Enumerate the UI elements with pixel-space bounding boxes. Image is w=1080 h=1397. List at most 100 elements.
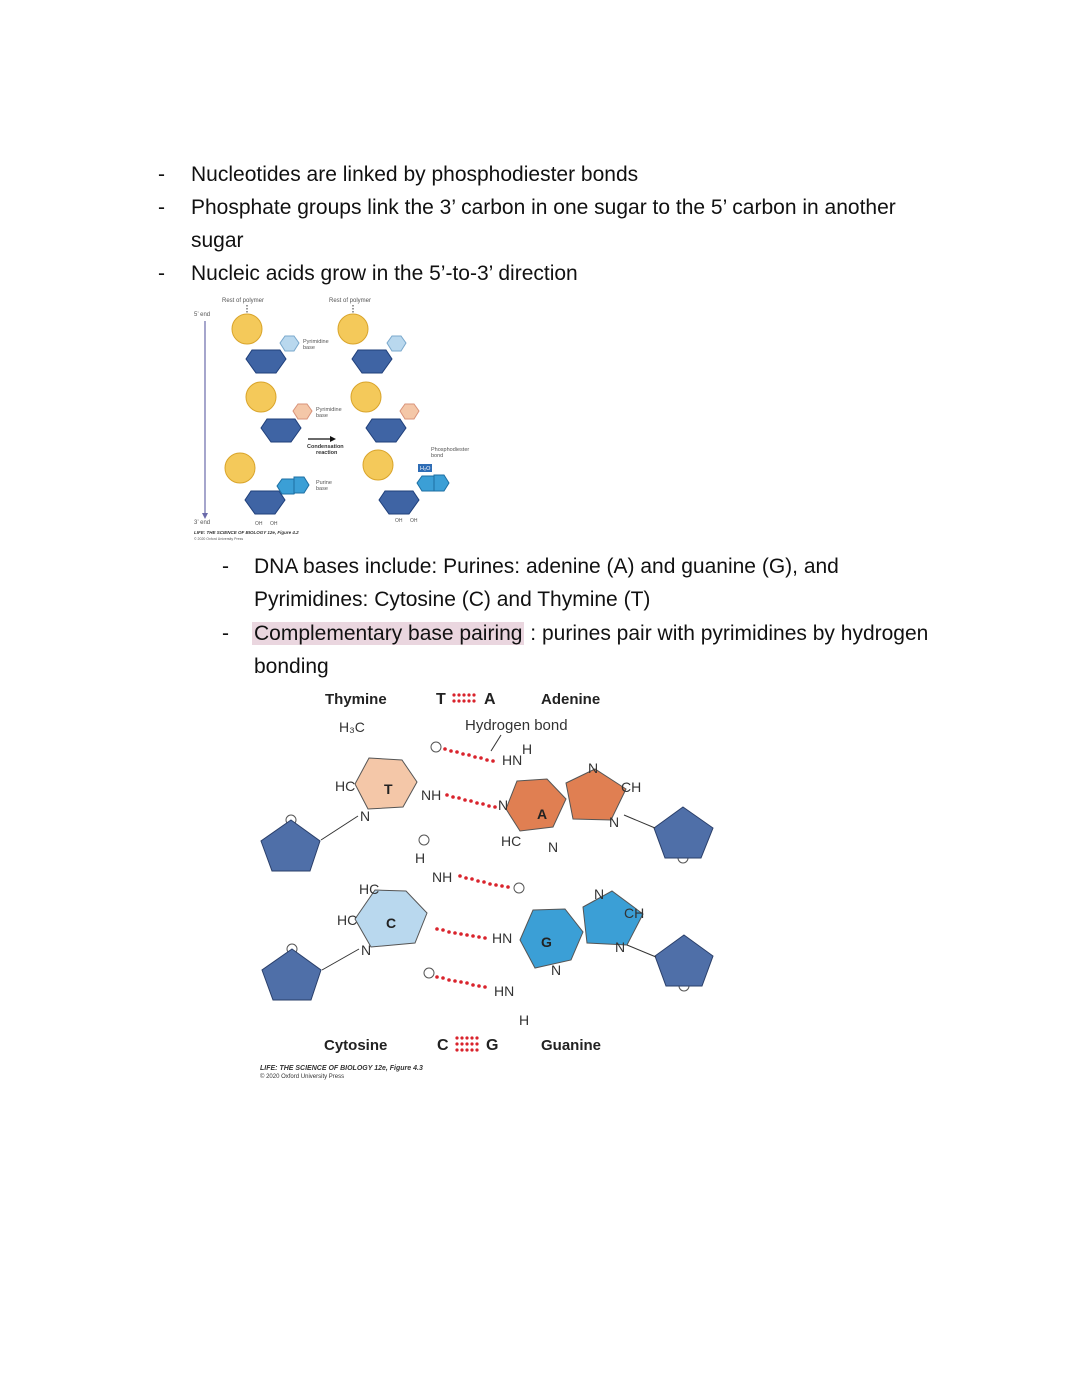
reaction-label: reaction: [316, 450, 338, 456]
oh-label: OH: [270, 521, 278, 527]
base-label: base: [316, 486, 328, 492]
sugar-pentagon: [654, 934, 714, 987]
bullet-dash: -: [158, 163, 165, 186]
base-pairing-rest: : purines pair with pyrimidines by hydro…: [524, 622, 929, 645]
sugar-ring: [378, 490, 420, 515]
figure1-copyright: © 2020 Oxford University Press: [194, 537, 243, 541]
sugar-pentagon: [653, 806, 714, 859]
figure1-caption: LIFE: THE SCIENCE OF BIOLOGY 12e, Figure…: [194, 530, 299, 535]
svg-text:NH: NH: [421, 787, 441, 803]
bullet-base-pairing: Complementary base pairing : purines pai…: [252, 617, 928, 650]
water-badge: [418, 464, 432, 472]
oh-label: OH: [410, 518, 418, 524]
bullet-dash: -: [222, 555, 229, 578]
svg-text:N: N: [615, 939, 625, 955]
cytosine-label: Cytosine: [324, 1037, 387, 1054]
guanine-ring: [519, 908, 584, 969]
highlight-term: Complementary base pairing: [252, 622, 525, 645]
svg-text:NH: NH: [432, 869, 452, 885]
guanine-label: Guanine: [541, 1037, 601, 1054]
svg-text:N: N: [594, 886, 604, 902]
pyrimidine-label: Pyrimidine: [316, 407, 342, 413]
bullet-dna-bases-cont: Pyrimidines: Cytosine (C) and Thymine (T…: [254, 588, 651, 611]
svg-text:N: N: [361, 942, 371, 958]
cytosine-ring: [354, 889, 428, 948]
svg-text:N: N: [551, 962, 561, 978]
adenine-ring: [505, 778, 567, 832]
sugar-ring: [260, 418, 302, 443]
figure2-caption: LIFE: THE SCIENCE OF BIOLOGY 12e, Figure…: [260, 1065, 423, 1072]
svg-text:H: H: [522, 741, 532, 757]
phosphate-group: [350, 381, 382, 413]
sugar-pentagon: [260, 819, 321, 872]
bullet-dna-bases: DNA bases include: Purines: adenine (A) …: [254, 555, 839, 578]
phosphodiester-label: Phosphodiester: [431, 447, 469, 453]
sugar-ring: [245, 349, 287, 374]
sugar-ring: [351, 349, 393, 374]
direction-arrowhead: [202, 513, 208, 519]
sugar-ring: [244, 490, 286, 515]
bullet-phosphate-link-cont: sugar: [191, 229, 244, 252]
phosphate-group: [224, 452, 256, 484]
sugar-pentagon: [261, 948, 322, 1001]
cg-g-label: G: [486, 1037, 498, 1054]
ta-t-label: T: [436, 691, 446, 708]
condensation-label: Condensation: [307, 444, 344, 450]
svg-text:N: N: [498, 797, 508, 813]
oh-label: OH: [395, 518, 403, 524]
phosphate-group: [231, 313, 263, 345]
bullet-dash: -: [158, 262, 165, 285]
base-label: base: [303, 345, 315, 351]
svg-text:A: A: [537, 806, 547, 822]
svg-text:HC: HC: [501, 833, 521, 849]
phosphate-group: [337, 313, 369, 345]
condensation-figure: Rest of polymer Rest of polymer 5’ end 3…: [194, 298, 469, 541]
bullet-phosphodiester: Nucleotides are linked by phosphodiester…: [191, 163, 639, 186]
svg-text:CH: CH: [624, 905, 644, 921]
pyrimidine-base: [292, 403, 313, 420]
svg-text:N: N: [609, 814, 619, 830]
ta-a-label: A: [484, 691, 496, 708]
base-label: base: [316, 413, 328, 419]
figure2-copyright: © 2020 Oxford University Press: [260, 1073, 344, 1080]
svg-text:H: H: [415, 850, 425, 866]
hydrogen-bonds: [435, 747, 510, 989]
svg-text:HN: HN: [492, 930, 512, 946]
hydrogen-bond-label: Hydrogen bond: [465, 717, 568, 734]
svg-text:HC: HC: [359, 881, 379, 897]
svg-text:CH: CH: [621, 779, 641, 795]
phosphate-group: [362, 449, 394, 481]
adenine-label: Adenine: [541, 691, 600, 708]
three-prime-end-label: 3’ end: [194, 520, 210, 526]
svg-text:N: N: [548, 839, 558, 855]
svg-text:HC: HC: [335, 778, 355, 794]
svg-text:HN: HN: [502, 752, 522, 768]
svg-text:HC: HC: [337, 912, 357, 928]
base-pairing-figure: Thymine Adenine Cytosine Guanine T A C G…: [260, 691, 714, 1080]
cg-bond-dots: [455, 1036, 479, 1052]
svg-text:C: C: [386, 915, 396, 931]
pyrimidine-base: [386, 335, 407, 352]
svg-text:N: N: [588, 760, 598, 776]
oh-label: OH: [255, 521, 263, 527]
cg-c-label: C: [437, 1037, 449, 1054]
bullet-base-pairing-cont: bonding: [254, 655, 329, 678]
svg-text:T: T: [384, 781, 393, 797]
bullet-dash: -: [158, 196, 165, 219]
svg-text:G: G: [541, 934, 552, 950]
svg-text:HN: HN: [494, 983, 514, 999]
bullet-phosphate-link: Phosphate groups link the 3’ carbon in o…: [191, 196, 896, 219]
rest-polymer-right-label: Rest of polymer: [329, 298, 371, 304]
sugar-ring: [365, 418, 407, 443]
bond-label: bond: [431, 453, 443, 459]
pyrimidine-base: [279, 335, 300, 352]
purine-label: Purine: [316, 480, 332, 486]
pyrimidine-base: [399, 403, 420, 420]
h3c-label: H₃C: [339, 719, 365, 735]
svg-text:N: N: [360, 808, 370, 824]
bullet-dash: -: [222, 622, 229, 645]
ta-bond-dots: [452, 693, 476, 703]
pyrimidine-label: Pyrimidine: [303, 339, 329, 345]
svg-text:H: H: [519, 1012, 529, 1028]
thymine-label: Thymine: [325, 691, 387, 708]
